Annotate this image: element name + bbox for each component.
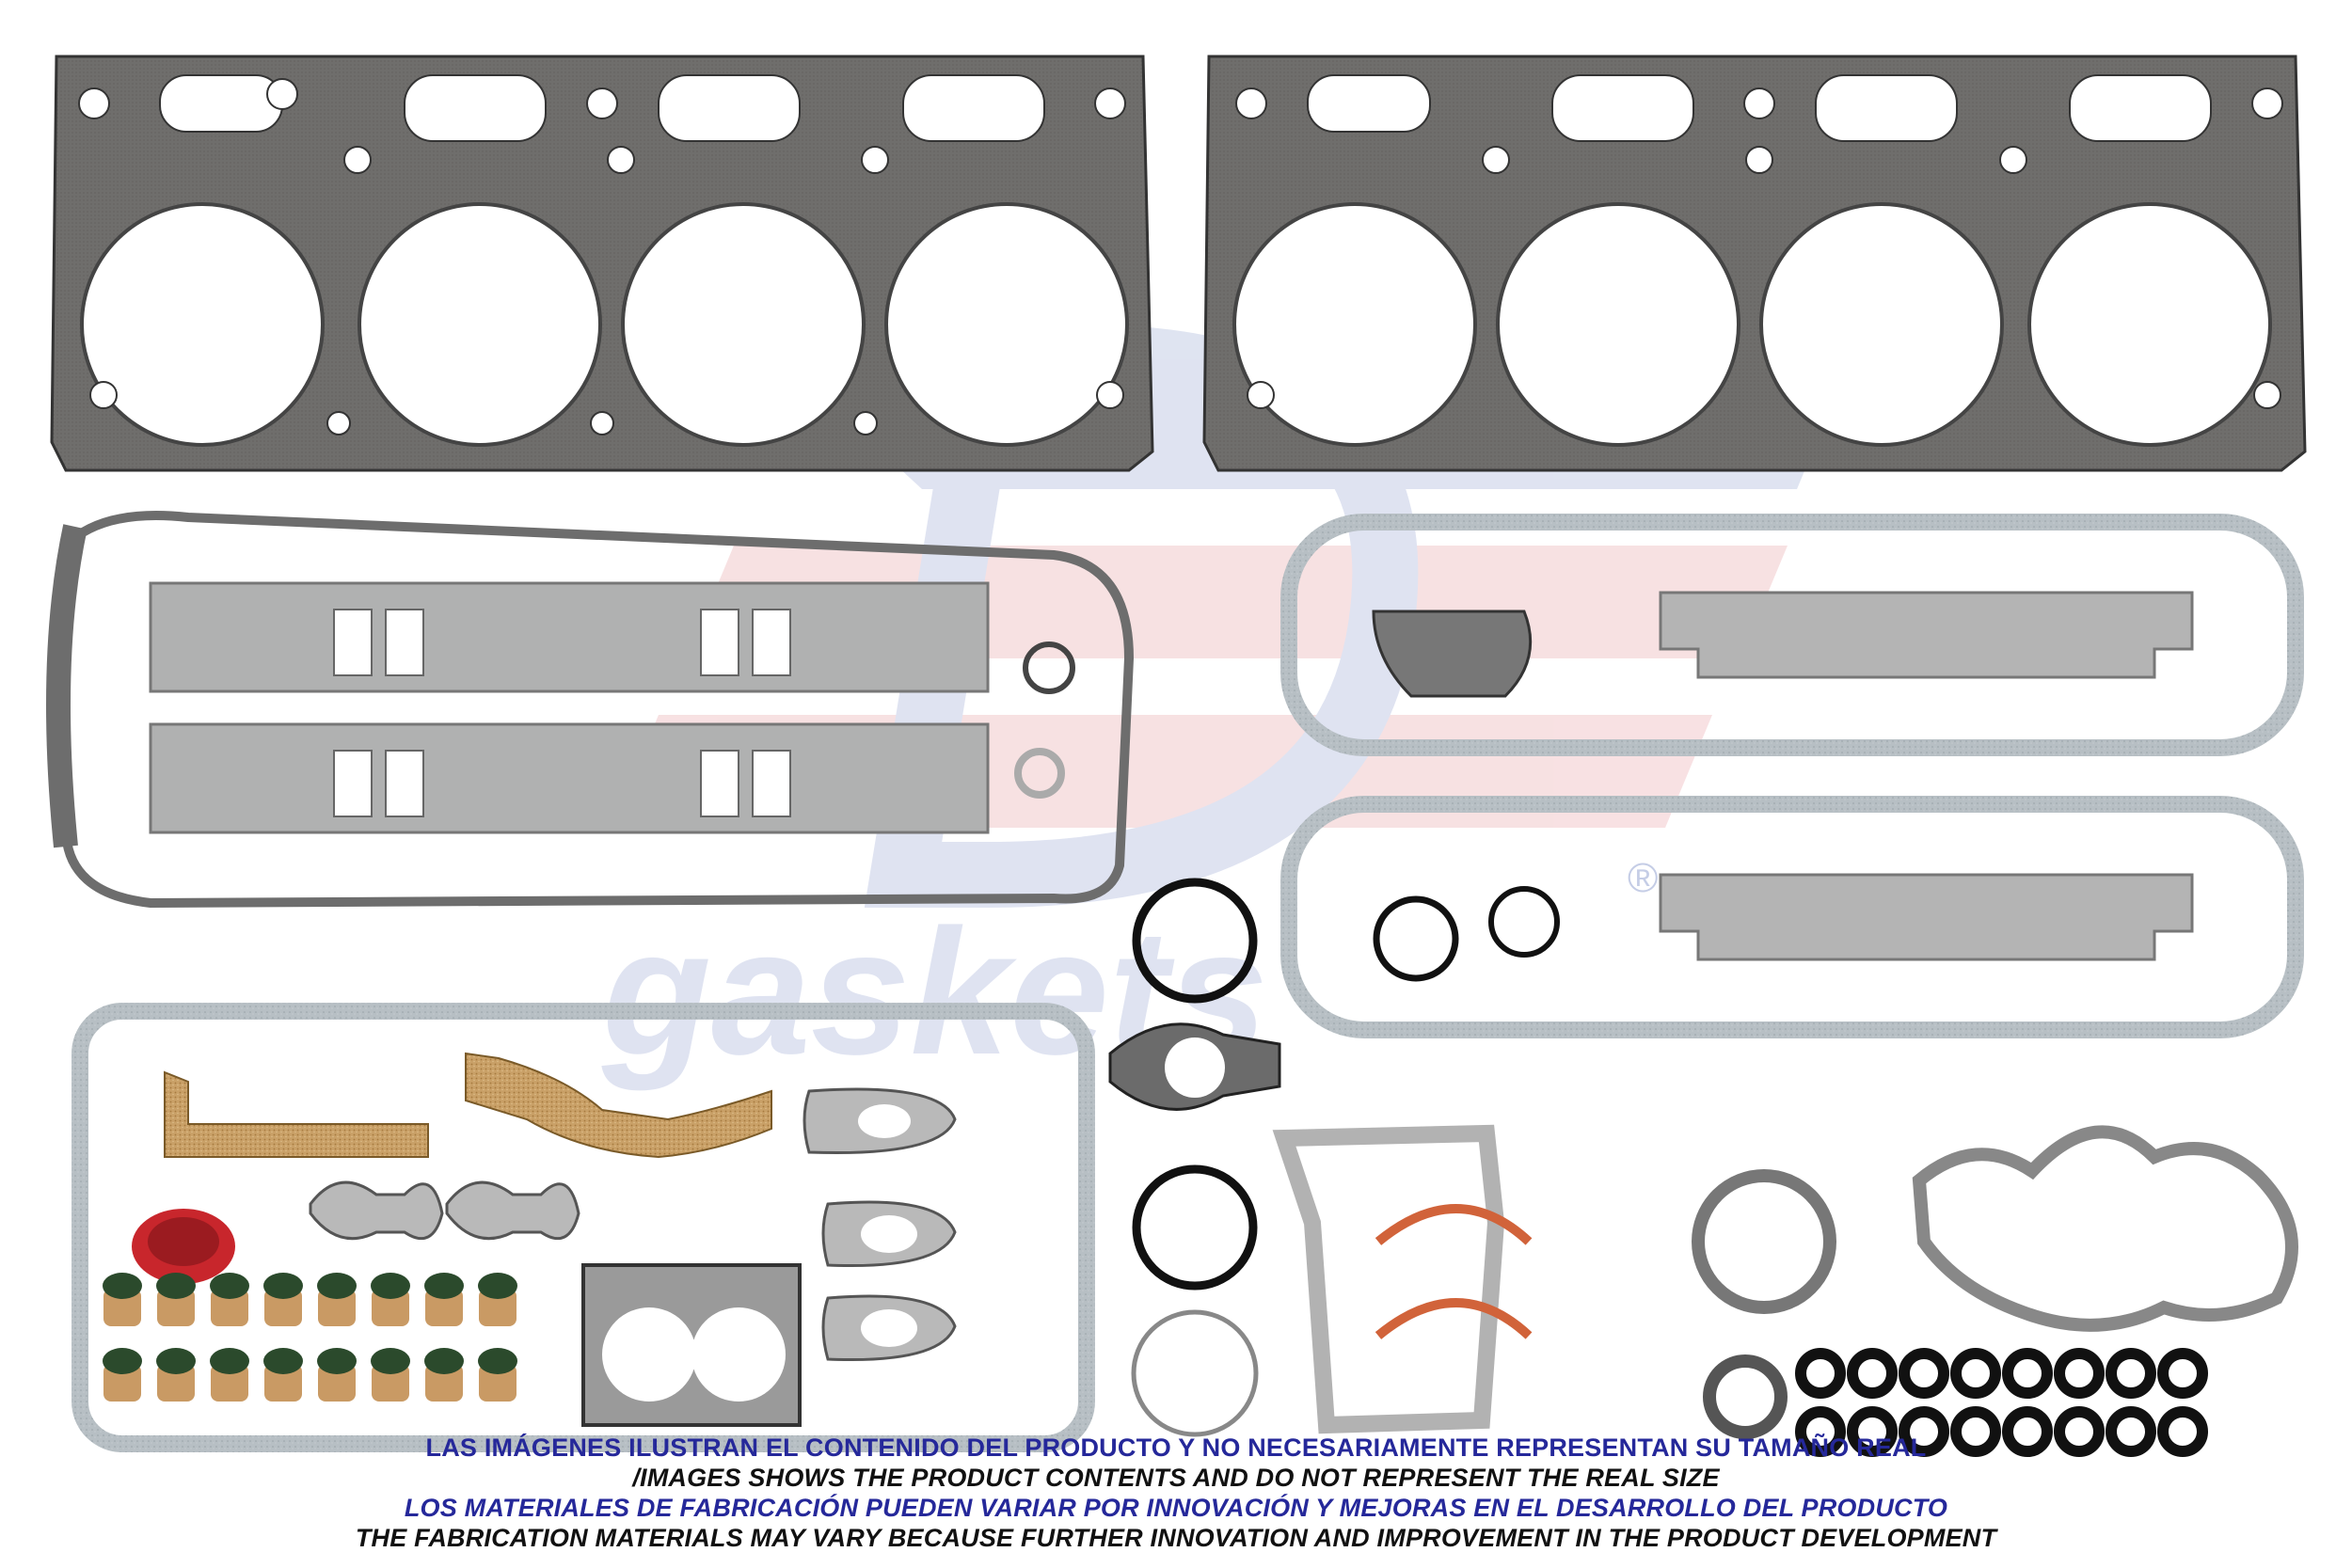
small-ring-2 bbox=[1014, 748, 1065, 799]
elbow-gasket bbox=[1372, 610, 1533, 698]
timing-cover-gasket bbox=[1272, 1124, 1505, 1434]
valve-stem-seal-cap bbox=[156, 1348, 196, 1374]
crank-seal bbox=[1692, 1169, 1836, 1314]
rear-main-seals bbox=[1375, 1204, 1533, 1339]
disclaimer-es-size: LAS IMÁGENES ILUSTRAN EL CONTENIDO DEL P… bbox=[425, 1433, 1927, 1462]
small-ring-1 bbox=[1023, 641, 1075, 694]
registered-mark: ® bbox=[1628, 855, 1658, 901]
o-ring bbox=[1950, 1348, 2001, 1399]
o-ring bbox=[1795, 1348, 1846, 1399]
valve-stem-seal-cap bbox=[263, 1348, 303, 1374]
head-gasket-right bbox=[1202, 55, 2307, 472]
valve-stem-seal-cap bbox=[103, 1273, 142, 1299]
disclaimer-es-materials: LOS MATERIALES DE FABRICACIÓN PUEDEN VAR… bbox=[404, 1494, 1948, 1522]
red-oil-seal bbox=[132, 1209, 235, 1284]
valve-cover-gasket-top bbox=[1280, 514, 2304, 756]
valve-stem-seal bbox=[157, 1289, 195, 1326]
o-ring bbox=[1950, 1406, 2001, 1457]
disclaimer-en-size: /IMAGES SHOWS THE PRODUCT CONTENTS AND D… bbox=[632, 1464, 1720, 1492]
valve-stem-seal-cap bbox=[263, 1273, 303, 1299]
valve-stem-seal bbox=[318, 1289, 356, 1326]
o-ring bbox=[2157, 1406, 2208, 1457]
valve-stem-seal-cap bbox=[424, 1273, 464, 1299]
valve-stem-seal-cap bbox=[317, 1273, 357, 1299]
oil-pan-gasket bbox=[46, 511, 1135, 909]
valve-stem-seal-cap bbox=[317, 1348, 357, 1374]
valve-stem-seal-cap bbox=[424, 1348, 464, 1374]
throttle-body-gasket bbox=[581, 1263, 802, 1427]
valve-stem-seal bbox=[211, 1289, 248, 1326]
valve-stem-seal bbox=[103, 1364, 141, 1402]
valve-stem-seal bbox=[264, 1289, 302, 1326]
o-ring bbox=[2106, 1348, 2156, 1399]
o-ring bbox=[1795, 1406, 1846, 1457]
valve-cover-gasket-bottom bbox=[1280, 796, 2304, 1038]
valve-stem-seal bbox=[372, 1364, 409, 1402]
o-ring bbox=[2054, 1406, 2105, 1457]
valve-stem-seal bbox=[264, 1364, 302, 1402]
valve-stem-seal-cap bbox=[478, 1273, 517, 1299]
o-ring bbox=[2054, 1348, 2105, 1399]
o-ring bbox=[2157, 1348, 2208, 1399]
o-ring bbox=[2002, 1406, 2053, 1457]
injector-o-rings bbox=[1795, 1348, 2208, 1457]
water-pump-gasket bbox=[1912, 1125, 2298, 1332]
o-ring bbox=[1899, 1348, 1949, 1399]
valve-stem-seal bbox=[318, 1364, 356, 1402]
valve-stem-seal-cap bbox=[103, 1348, 142, 1374]
lower-pan-gasket bbox=[72, 1003, 1095, 1452]
o-ring bbox=[1847, 1348, 1898, 1399]
valve-stem-seal-cap bbox=[210, 1273, 249, 1299]
o-ring bbox=[1899, 1406, 1949, 1457]
valve-stem-seal-cap bbox=[210, 1348, 249, 1374]
intake-gaskets bbox=[149, 581, 990, 834]
exhaust-gaskets bbox=[1659, 591, 2194, 961]
flange-gaskets bbox=[309, 1087, 957, 1362]
valve-stem-seal bbox=[372, 1289, 409, 1326]
cork-seals bbox=[164, 1052, 772, 1159]
disclaimer-en-materials: THE FABRICATION MATERIALS MAY VARY BECAU… bbox=[355, 1524, 1997, 1552]
o-ring bbox=[2106, 1406, 2156, 1457]
o-ring bbox=[1847, 1406, 1898, 1457]
valve-stem-seal bbox=[425, 1364, 463, 1402]
head-gasket-left bbox=[50, 55, 1154, 472]
o-ring bbox=[2002, 1348, 2053, 1399]
valve-stem-seal bbox=[103, 1289, 141, 1326]
valve-stem-seal bbox=[157, 1364, 195, 1402]
o-rings bbox=[1131, 878, 1560, 1437]
valve-stem-seal bbox=[479, 1289, 516, 1326]
valve-stem-seal-cap bbox=[371, 1273, 410, 1299]
valve-stem-seals bbox=[103, 1273, 517, 1402]
small-seal bbox=[1703, 1354, 1788, 1439]
valve-stem-seal bbox=[425, 1289, 463, 1326]
valve-stem-seal-cap bbox=[156, 1273, 196, 1299]
valve-stem-seal bbox=[479, 1364, 516, 1402]
valve-stem-seal bbox=[211, 1364, 248, 1402]
thermostat-gasket bbox=[1108, 1022, 1281, 1111]
valve-stem-seal-cap bbox=[371, 1348, 410, 1374]
valve-stem-seal-cap bbox=[478, 1348, 517, 1374]
